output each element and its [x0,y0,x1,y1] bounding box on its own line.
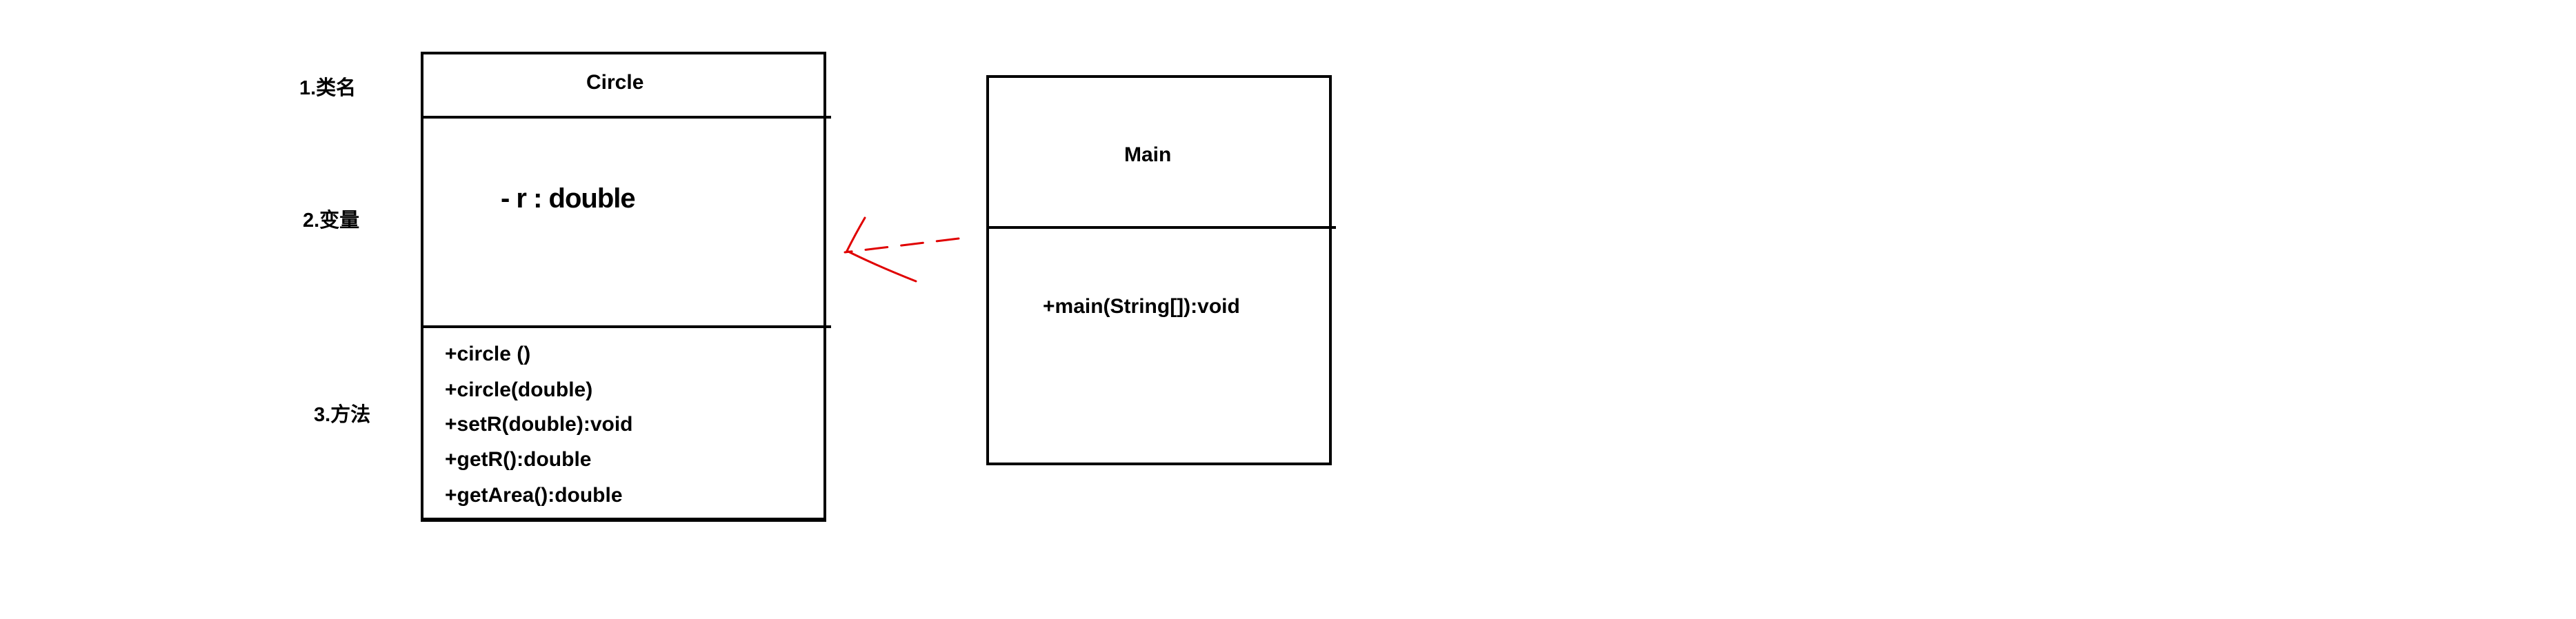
arrow-head-upper [846,216,866,252]
circle-method: +circle(double) [445,378,593,401]
arrow-head-lower [846,250,917,283]
circle-method: +getR():double [445,448,592,471]
main-class-name: Main [1124,143,1172,166]
main-method: +main(String[]):void [1043,295,1240,318]
main-name-divider [986,226,1336,229]
circle-class-name: Circle [586,71,644,94]
circle-attr-divider [421,325,831,328]
main-class-box [986,75,1332,465]
circle-name-divider [421,116,831,119]
label-methods: 3.方法 [314,404,371,426]
circle-method: +getArea():double [445,484,623,507]
label-variables: 2.变量 [303,210,360,232]
circle-method: +setR(double):void [445,413,633,436]
circle-bottom-edge [421,518,826,522]
label-class-name: 1.类名 [299,77,357,99]
circle-method: +circle () [445,343,531,365]
arrow-dashed-line [843,237,960,254]
circle-attribute-r: - r : double [501,183,636,214]
